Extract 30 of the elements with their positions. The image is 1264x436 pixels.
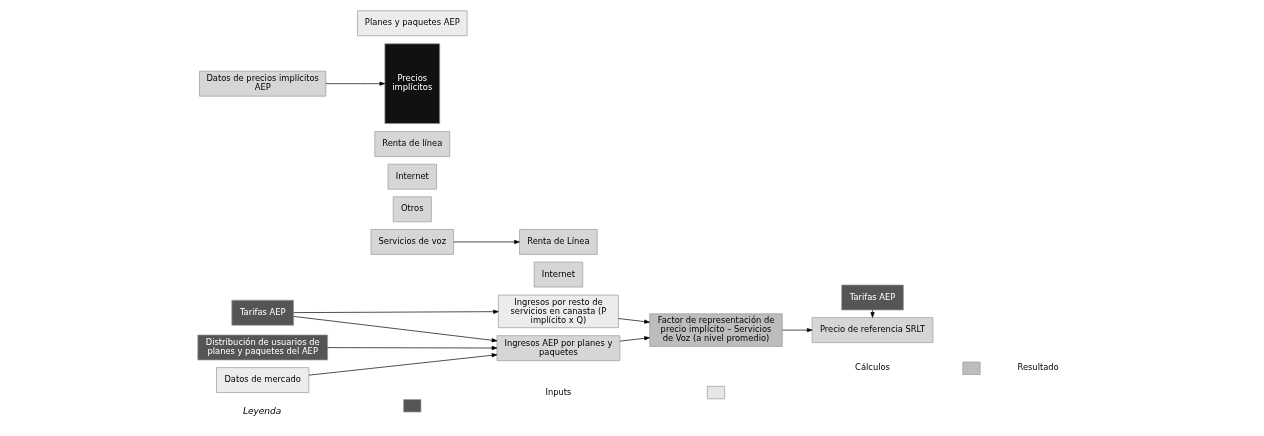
legend-label: Resultado bbox=[1017, 362, 1059, 373]
node-box: Internet bbox=[387, 163, 437, 190]
arrow bbox=[619, 336, 650, 342]
node-box: Factor de representación de precio implícito – Servicios de Voz (a nivel promedio) bbox=[649, 313, 783, 347]
arrow bbox=[327, 345, 498, 351]
node-box: Renta de Línea bbox=[519, 229, 598, 255]
arrow bbox=[618, 318, 650, 324]
arrow bbox=[453, 239, 520, 244]
arrow bbox=[293, 309, 499, 314]
arrow bbox=[293, 316, 498, 343]
arrow bbox=[325, 81, 386, 86]
node-box: Ingresos por resto de servicios en canasta (P implícito x Q) bbox=[498, 294, 619, 329]
legend-label: Inputs bbox=[545, 386, 572, 397]
node-box: Otros bbox=[392, 196, 432, 223]
node-box: Renta de línea bbox=[374, 131, 451, 157]
node-box: Servicios de voz bbox=[370, 229, 454, 255]
legend-label: Cálculos bbox=[855, 362, 890, 373]
arrow bbox=[308, 353, 498, 376]
arrow bbox=[782, 328, 813, 333]
node-box: Tarifas AEP bbox=[231, 299, 294, 326]
node-box: Precio de referencia SRLT bbox=[811, 317, 934, 343]
node-box: Precios implícitos bbox=[384, 43, 441, 124]
node-box: Internet bbox=[533, 261, 584, 288]
node-box: Ingresos AEP por planes y paquetes bbox=[496, 335, 621, 361]
node-box: Datos de mercado bbox=[216, 367, 310, 393]
node-box: Distribución de usuarios de planes y paquetes del AEP bbox=[197, 334, 328, 361]
node-box: Planes y paquetes AEP bbox=[357, 10, 468, 37]
node-box: Datos de precios implícitos AEP bbox=[199, 70, 327, 97]
arrow bbox=[870, 309, 875, 318]
label: Leyenda bbox=[242, 406, 282, 417]
